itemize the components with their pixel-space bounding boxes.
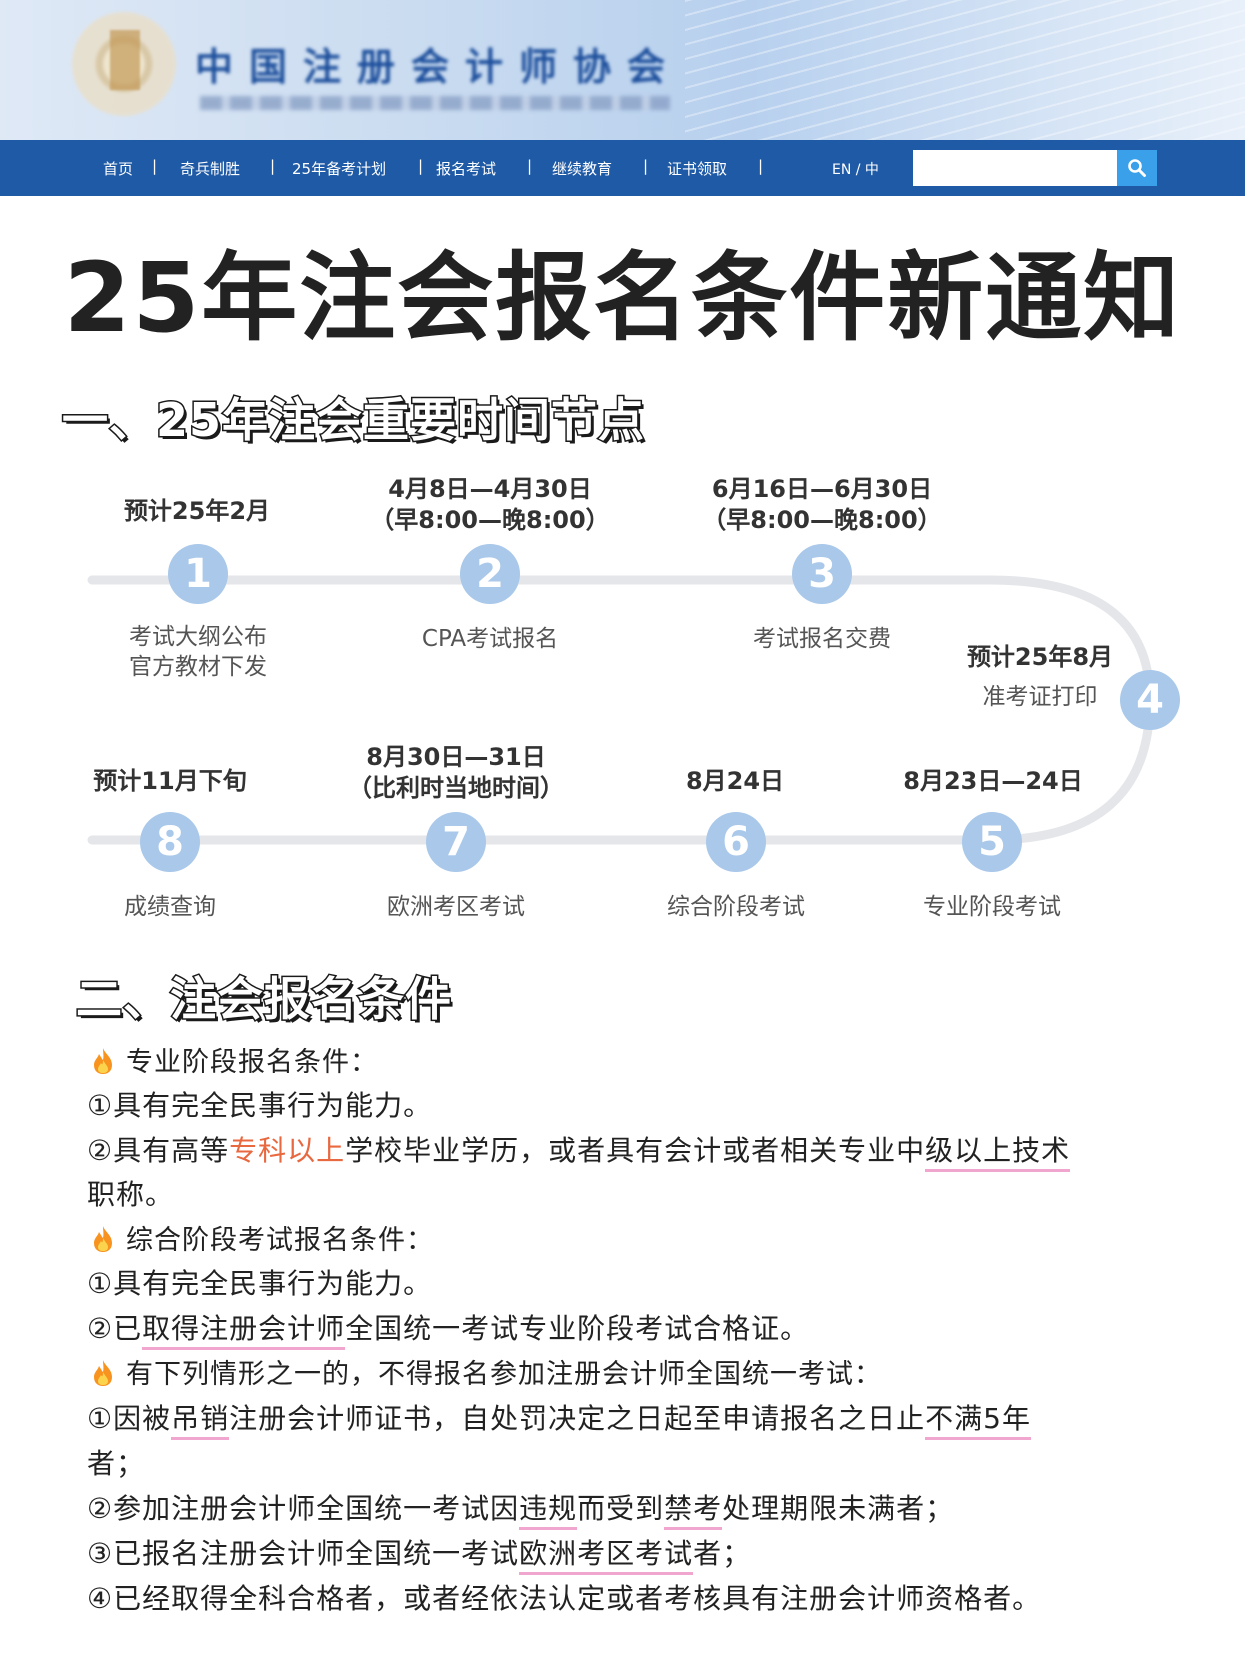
- step-3-date: 6月16日—6月30日 （早8:00—晚8:00）: [692, 474, 952, 536]
- search-button[interactable]: [1117, 150, 1157, 186]
- text-run: ②具有高等: [87, 1134, 230, 1167]
- org-subtitle-blurred: [200, 96, 670, 110]
- fire-icon: [94, 1360, 112, 1386]
- step-6-date: 8月24日: [685, 767, 785, 795]
- text-run: 学校毕业学历，或者具有会计或者相关专业中: [345, 1134, 926, 1167]
- step-4-label: 准考证打印: [982, 684, 1098, 710]
- step-3-date-line2: （早8:00—晚8:00）: [702, 506, 942, 534]
- search-input[interactable]: [913, 150, 1117, 186]
- step-1-node: 1: [168, 544, 228, 604]
- text-run: ①因被: [87, 1402, 172, 1435]
- search-icon: [1128, 159, 1146, 177]
- text-run: 者；: [693, 1537, 752, 1570]
- text-run: 全国统一考试专业阶段考试合格证。: [345, 1312, 810, 1345]
- text-run: ②参加注册会计师全国统一考试因: [87, 1492, 520, 1525]
- step-4-date: 预计25年8月: [966, 643, 1114, 671]
- underlined-text: 违规: [519, 1492, 578, 1530]
- highlight-text: 专科以上: [229, 1134, 346, 1167]
- nav-separator: |: [527, 157, 533, 175]
- underlined-text: 不满5年: [925, 1402, 1031, 1440]
- step-4-node: 4: [1120, 670, 1180, 730]
- step-7-label: 欧洲考区考试: [387, 894, 525, 920]
- nav-item-certificate[interactable]: 证书领取: [667, 160, 728, 178]
- nav-item-education[interactable]: 继续教育: [552, 160, 613, 178]
- section-heading-timeline: 一、25年注会重要时间节点: [60, 392, 646, 449]
- exclusion-4: ④已经取得全科合格者，或者经依法认定或者考核具有注册会计师资格者。: [87, 1582, 1042, 1615]
- nav-item-home[interactable]: 首页: [103, 160, 134, 178]
- step-3-node: 3: [792, 544, 852, 604]
- exclusion-title-text: 有下列情形之一的，不得报名参加注册会计师全国统一考试：: [126, 1359, 882, 1390]
- step-1-date: 预计25年2月: [123, 497, 271, 525]
- step-8-date: 预计11月下旬: [93, 767, 247, 795]
- text-run: ③已报名注册会计师全国统一考试: [87, 1537, 520, 1570]
- pro-stage-title-text: 专业阶段报名条件：: [126, 1047, 378, 1078]
- nav-separator: |: [418, 157, 424, 175]
- step-3-label: 考试报名交费: [753, 626, 891, 652]
- logo-emblem: [110, 30, 140, 90]
- header-banner: 中国注册会计师协会: [0, 0, 1245, 140]
- step-5-node: 5: [962, 812, 1022, 872]
- nav-separator: |: [152, 157, 158, 175]
- nav-separator: |: [758, 157, 764, 175]
- pro-condition-2: ②具有高等专科以上学校毕业学历，或者具有会计或者相关专业中级以上技术: [87, 1129, 1071, 1172]
- step-7-date: 8月30日—31日 （比利时当地时间）: [336, 742, 576, 804]
- step-2-date-line2: （早8:00—晚8:00）: [370, 506, 610, 534]
- nav-bar: 首页 | 奇兵制胜 | 25年备考计划 | 报名考试 | 继续教育 | 证书领取…: [0, 140, 1245, 196]
- pro-condition-1: ①具有完全民事行为能力。: [87, 1089, 433, 1122]
- step-1-label-line1: 考试大纲公布: [129, 624, 267, 650]
- underlined-text: 级以上技术: [925, 1134, 1071, 1172]
- step-1-label: 考试大纲公布 官方教材下发: [100, 622, 296, 682]
- underlined-text: 欧洲考区考试: [519, 1537, 694, 1575]
- comp-stage-title-text: 综合阶段考试报名条件：: [126, 1225, 434, 1256]
- step-2-label: CPA考试报名: [421, 626, 559, 652]
- section-heading-conditions: 二、注会报名条件: [75, 971, 453, 1028]
- comp-stage-title: 综合阶段考试报名条件：: [92, 1218, 434, 1257]
- exclusion-3: ③已报名注册会计师全国统一考试欧洲考区考试者；: [87, 1532, 752, 1575]
- step-2-date-line1: 4月8日—4月30日: [388, 475, 592, 503]
- nav-separator: |: [270, 157, 276, 175]
- step-7-date-line1: 8月30日—31日: [366, 743, 546, 771]
- pro-stage-title: 专业阶段报名条件：: [92, 1040, 378, 1079]
- step-1-label-line2: 官方教材下发: [129, 654, 267, 680]
- exclusion-title: 有下列情形之一的，不得报名参加注册会计师全国统一考试：: [92, 1352, 882, 1391]
- comp-condition-1: ①具有完全民事行为能力。: [87, 1267, 433, 1300]
- underlined-text: 取得注册会计师: [142, 1312, 346, 1350]
- step-5-label: 专业阶段考试: [923, 894, 1061, 920]
- fire-icon: [94, 1048, 112, 1074]
- comp-condition-2: ②已取得注册会计师全国统一考试专业阶段考试合格证。: [87, 1307, 810, 1350]
- nav-item-qibing[interactable]: 奇兵制胜: [180, 160, 241, 178]
- step-2-date: 4月8日—4月30日 （早8:00—晚8:00）: [360, 474, 620, 536]
- step-7-date-line2: （比利时当地时间）: [348, 774, 564, 802]
- exclusion-1: ①因被吊销注册会计师证书，自处罚决定之日起至申请报名之日止不满5年: [87, 1397, 1031, 1440]
- underlined-text: 吊销: [171, 1402, 230, 1440]
- text-run: 注册会计师证书，自处罚决定之日起至申请报名之日止: [229, 1402, 926, 1435]
- fire-icon: [94, 1226, 112, 1252]
- text-run: 而受到: [577, 1492, 665, 1525]
- nav-item-plan[interactable]: 25年备考计划: [292, 160, 387, 178]
- step-6-label: 综合阶段考试: [667, 894, 805, 920]
- step-7-node: 7: [426, 812, 486, 872]
- nav-separator: |: [643, 157, 649, 175]
- exclusion-2: ②参加注册会计师全国统一考试因违规而受到禁考处理期限未满者；: [87, 1487, 955, 1530]
- banner-pattern: [685, 0, 1245, 140]
- text-run: ②已: [87, 1312, 143, 1345]
- step-8-node: 8: [140, 812, 200, 872]
- page-title: 25年注会报名条件新通知: [63, 242, 1182, 354]
- nav-item-register[interactable]: 报名考试: [436, 160, 497, 178]
- step-5-date: 8月23日—24日: [903, 767, 1083, 795]
- org-name: 中国注册会计师协会: [195, 45, 682, 89]
- step-2-node: 2: [460, 544, 520, 604]
- step-6-node: 6: [706, 812, 766, 872]
- pro-condition-2-cont: 职称。: [87, 1178, 175, 1211]
- step-8-label: 成绩查询: [124, 894, 216, 920]
- language-switch[interactable]: EN / 中: [832, 162, 879, 178]
- underlined-text: 禁考: [664, 1492, 723, 1530]
- step-3-date-line1: 6月16日—6月30日: [711, 475, 933, 503]
- exclusion-1-cont: 者；: [87, 1447, 146, 1480]
- text-run: 处理期限未满者；: [722, 1492, 955, 1525]
